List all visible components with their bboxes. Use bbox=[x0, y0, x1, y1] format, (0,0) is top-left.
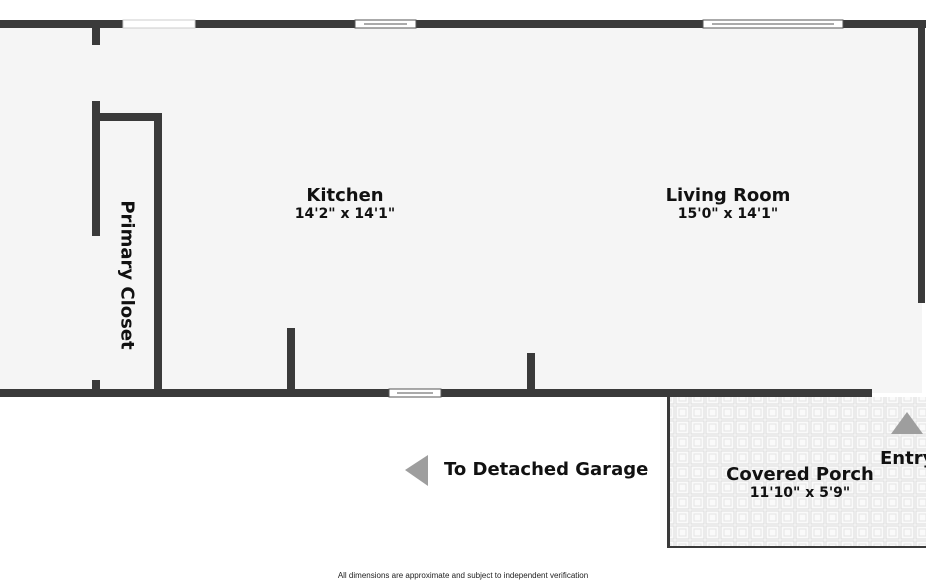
room-name: Covered Porch bbox=[726, 464, 874, 485]
room-dimensions: 14'2" x 14'1" bbox=[294, 206, 396, 222]
room-name: Kitchen bbox=[306, 185, 384, 206]
room-covered-porch: Covered Porch 11'10" x 5'9" bbox=[700, 464, 900, 501]
triangle-up-icon bbox=[891, 412, 923, 434]
disclaimer: All dimensions are approximate and subje… bbox=[337, 571, 589, 580]
room-dimensions: 15'0" x 14'1" bbox=[677, 206, 779, 222]
room-primary-closet: Primary Closet bbox=[116, 200, 138, 350]
walls bbox=[0, 20, 926, 548]
entry-label: Entry bbox=[880, 448, 926, 469]
room-kitchen: Kitchen 14'2" x 14'1" bbox=[245, 185, 445, 222]
garage-label: To Detached Garage bbox=[444, 459, 649, 480]
triangle-left-icon bbox=[405, 455, 428, 486]
room-living-room: Living Room 15'0" x 14'1" bbox=[628, 185, 828, 222]
room-name: Living Room bbox=[665, 185, 791, 206]
interior-floor bbox=[0, 24, 922, 393]
door-opening bbox=[122, 19, 196, 29]
room-dimensions: 11'10" x 5'9" bbox=[749, 485, 851, 501]
windows bbox=[354, 19, 844, 398]
porch-floor bbox=[668, 397, 926, 547]
